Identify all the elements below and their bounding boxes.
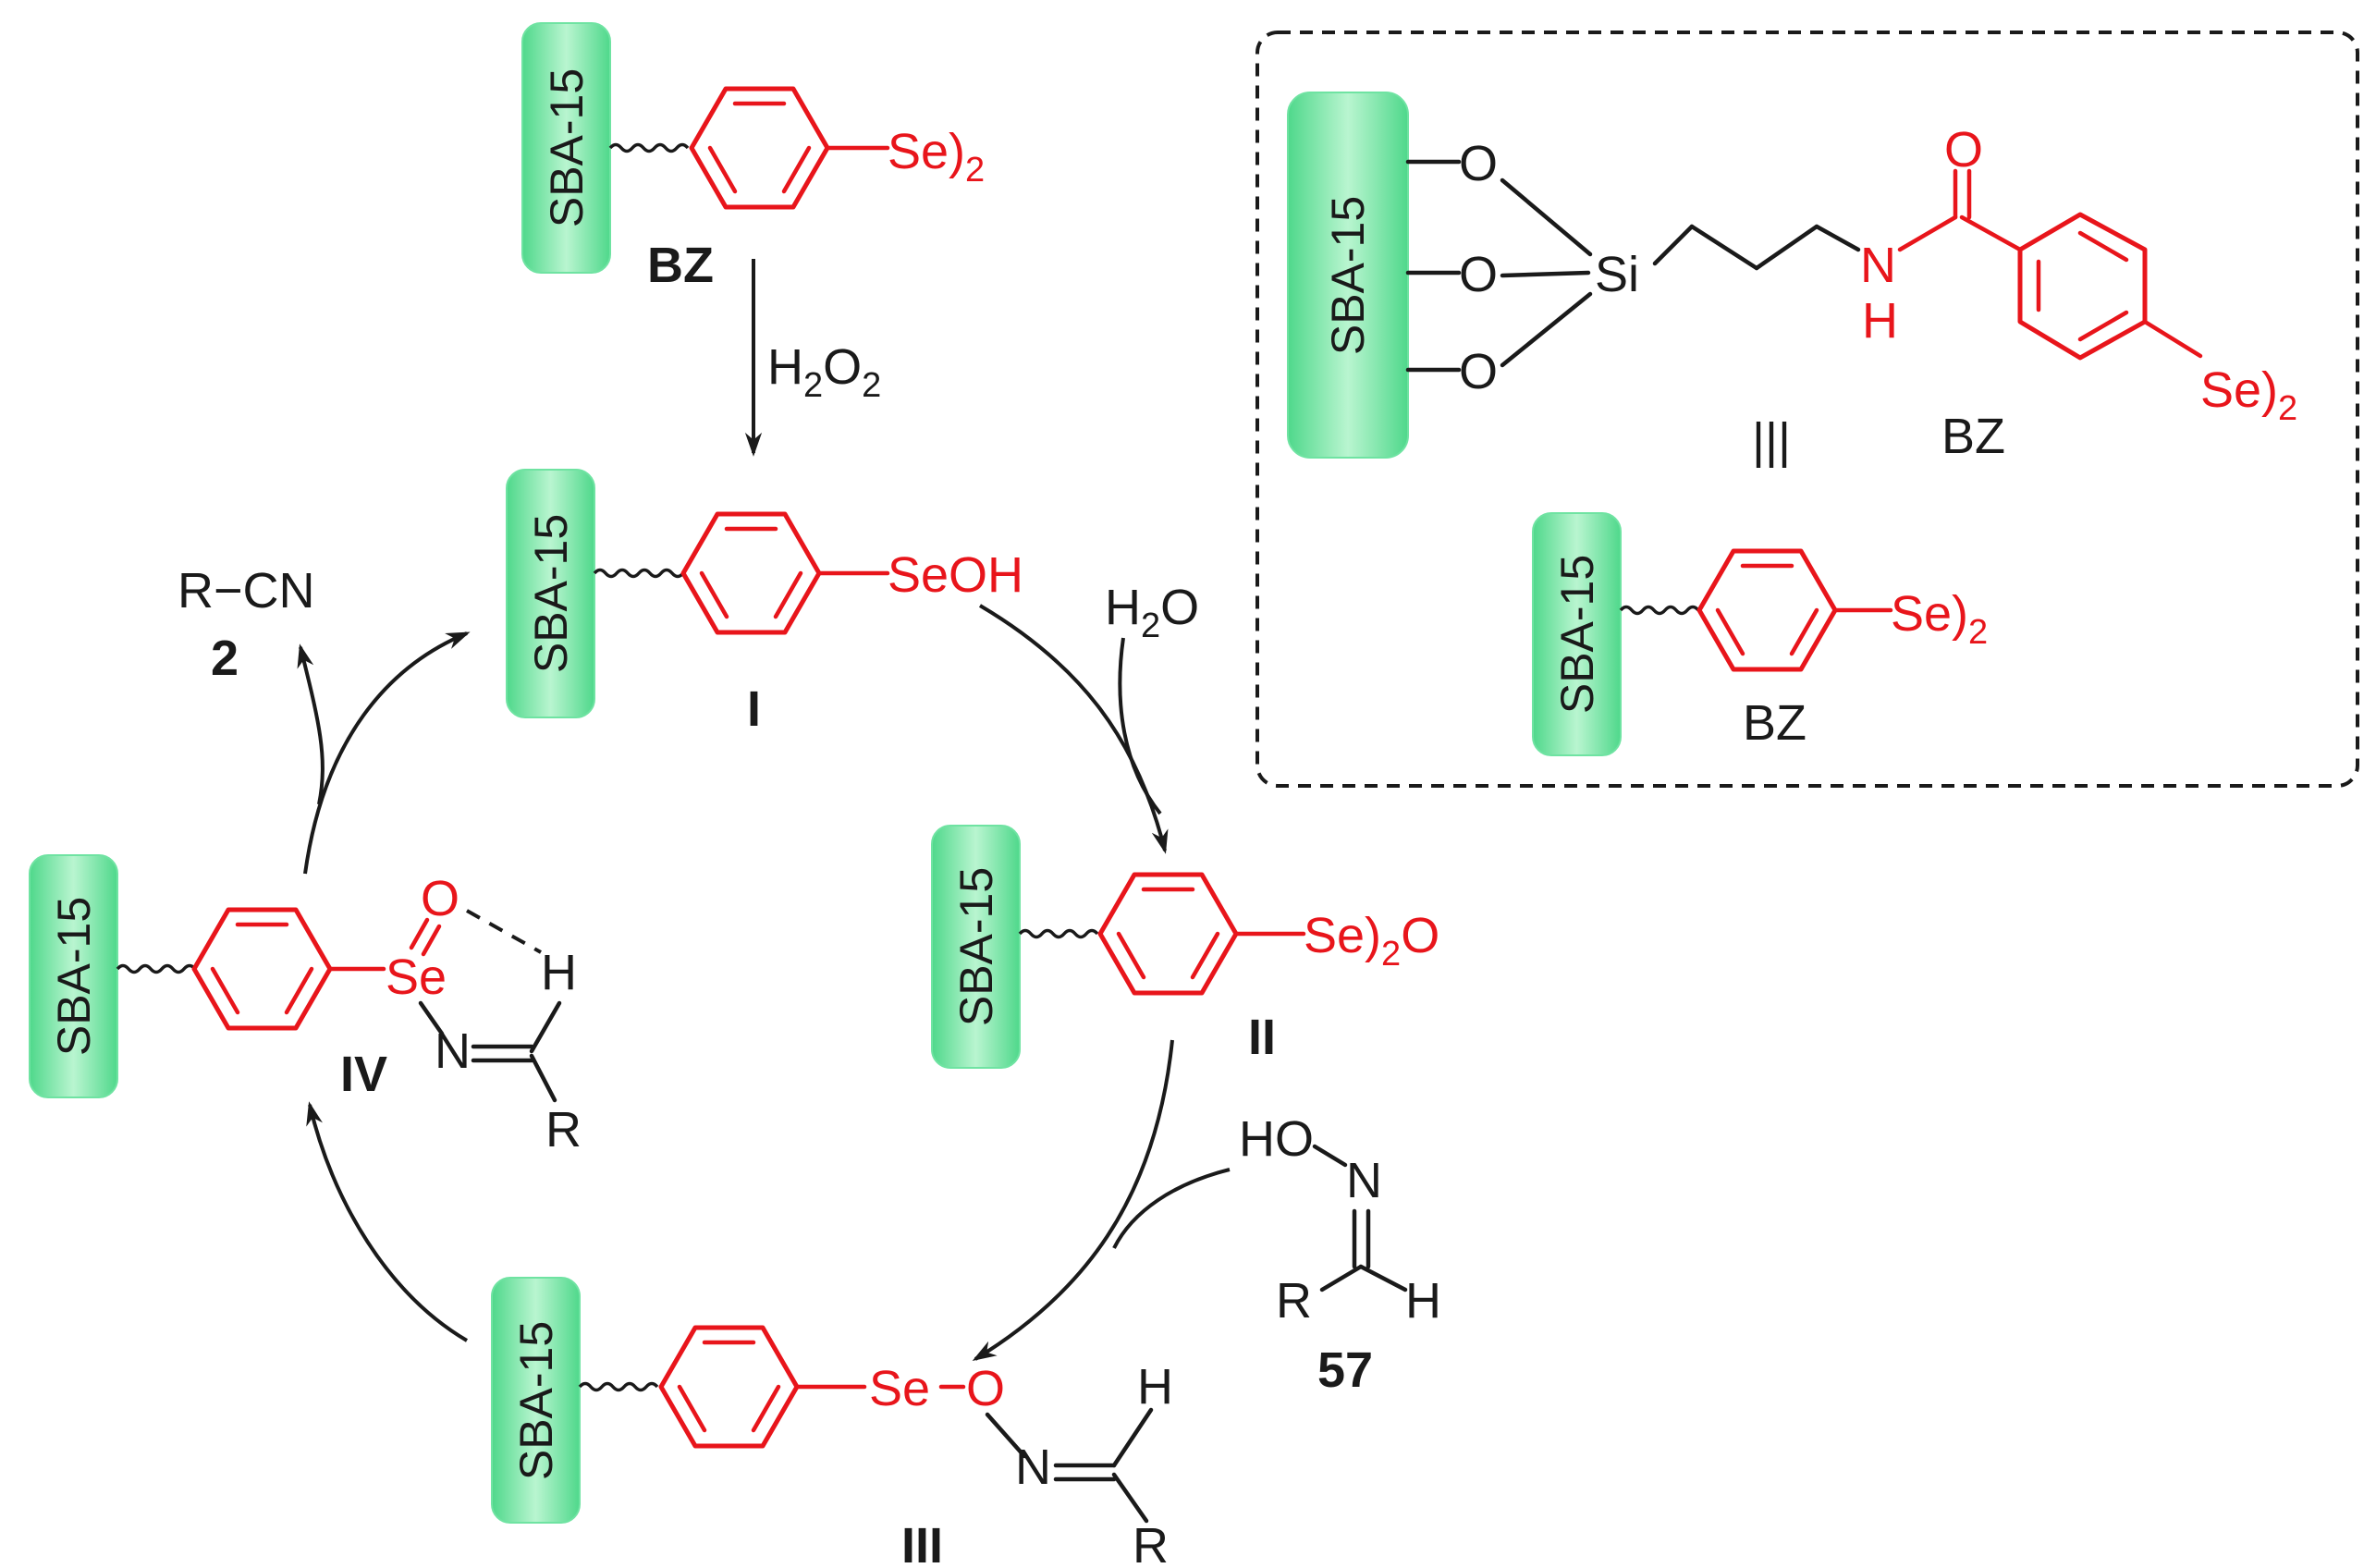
compound-label-bz: BZ [647, 238, 714, 293]
o-atom: O [1459, 136, 1498, 191]
r-group: R [1133, 1518, 1169, 1568]
compound-bz: SBA-15 Se)2 BZ [521, 22, 985, 293]
water-addition-arrow [1118, 637, 1162, 815]
h-atom: H [1137, 1359, 1173, 1415]
arrow-iv-to-i [303, 631, 471, 875]
benzene-ring [1097, 872, 1239, 996]
compound-label-2: 2 [211, 631, 239, 686]
o-atom: O [1459, 344, 1498, 399]
sba15-support: SBA-15 [521, 22, 611, 274]
o-atom: O [1459, 247, 1498, 302]
benzene-ring [658, 1325, 800, 1449]
linker-wavy-bond [1018, 928, 1099, 939]
n-atom: N [1346, 1153, 1382, 1208]
sba15-label: SBA-15 [541, 68, 593, 227]
compound-label-i: I [747, 681, 761, 737]
sba15-support: SBA-15 [491, 1277, 581, 1524]
r-group: R [1276, 1273, 1312, 1329]
compound-label-ii: II [1248, 1010, 1276, 1065]
benzene-ring [689, 86, 830, 210]
oxime-addition-arrow [1112, 1168, 1231, 1249]
benzene-ring [1696, 548, 1838, 672]
sba15-support: SBA-15 [506, 469, 595, 718]
linker-wavy-bond [1619, 605, 1700, 616]
sba15-support: SBA-15 [931, 825, 1021, 1069]
benzene-ring [2017, 212, 2148, 361]
h-atom: H [541, 945, 577, 1000]
o-atom: O [966, 1361, 1005, 1416]
seleninic-anhydride-group: Se)2O [1304, 908, 1439, 974]
nitrile-formula: R−CN [178, 563, 315, 619]
benzene-ring [680, 511, 822, 635]
seleninic-acid-group: SeOH [888, 547, 1023, 603]
n-atom: N [435, 1023, 471, 1079]
product-nitrile: R−CN 2 [178, 563, 315, 686]
compound-label-57: 57 [1317, 1342, 1373, 1398]
carbonyl-o-atom: O [1944, 122, 1983, 178]
sba15-label: SBA-15 [1322, 196, 1374, 355]
ho-group: HO [1239, 1111, 1314, 1167]
linker-wavy-bond [116, 963, 197, 974]
arrow-i-to-ii [978, 604, 1169, 854]
linker-wavy-bond [593, 568, 685, 579]
linker-wavy-bond [578, 1381, 659, 1392]
amide-n-atom: N [1860, 238, 1896, 293]
reagent-h2o: H2O [1105, 580, 1199, 645]
compound-label-iii: III [901, 1518, 943, 1568]
arrow-release-nitrile [297, 643, 325, 805]
h-atom: H [1405, 1273, 1441, 1329]
se-atom: Se [869, 1361, 930, 1416]
se-dimer-group: Se)2 [1891, 586, 1988, 652]
sba15-label: SBA-15 [510, 1321, 562, 1480]
sba15-support: SBA-15 [1287, 92, 1409, 459]
sba15-support: SBA-15 [29, 854, 118, 1098]
linker-wavy-bond [608, 142, 690, 153]
n-atom: N [1015, 1439, 1051, 1495]
legend-label-bz: BZ [1743, 695, 1806, 751]
amide-h-atom: H [1862, 293, 1898, 349]
arrow-iii-to-iv [306, 1101, 469, 1342]
legend-label-bz: BZ [1941, 409, 2005, 464]
sba15-support: SBA-15 [1532, 512, 1622, 756]
oxime-substrate: HO N R H 57 [1239, 1111, 1441, 1398]
o-atom: O [421, 871, 459, 926]
hydrogen-bond-dashed [466, 909, 542, 954]
compound-ii: SBA-15 Se)2O II [931, 825, 1439, 1069]
compound-iv: SBA-15 Se O H N R IV [29, 854, 582, 1158]
equivalence-symbol: ||| [1752, 413, 1791, 469]
reagent-h2o2: H2O2 [767, 339, 881, 405]
arrow-ii-to-iii [972, 1039, 1174, 1362]
se-dimer-group: Se)2 [888, 124, 985, 190]
compound-label-iv: IV [340, 1047, 387, 1102]
sba15-label: SBA-15 [525, 514, 577, 673]
structure-legend-box: SBA-15 O O O Si N H O Se)2 ||| BZ [1255, 31, 2359, 788]
sba15-label: SBA-15 [1551, 555, 1603, 714]
si-atom: Si [1595, 247, 1639, 302]
se-dimer-group: Se)2 [2200, 362, 2297, 428]
compound-i: SBA-15 SeOH I [506, 469, 1023, 737]
r-group: R [545, 1102, 582, 1158]
compound-iii: SBA-15 Se O N H R III [491, 1277, 1173, 1568]
sba15-label: SBA-15 [950, 867, 1002, 1026]
se-atom: Se [386, 949, 447, 1005]
sba15-label: SBA-15 [48, 897, 100, 1056]
benzene-ring [191, 907, 333, 1031]
